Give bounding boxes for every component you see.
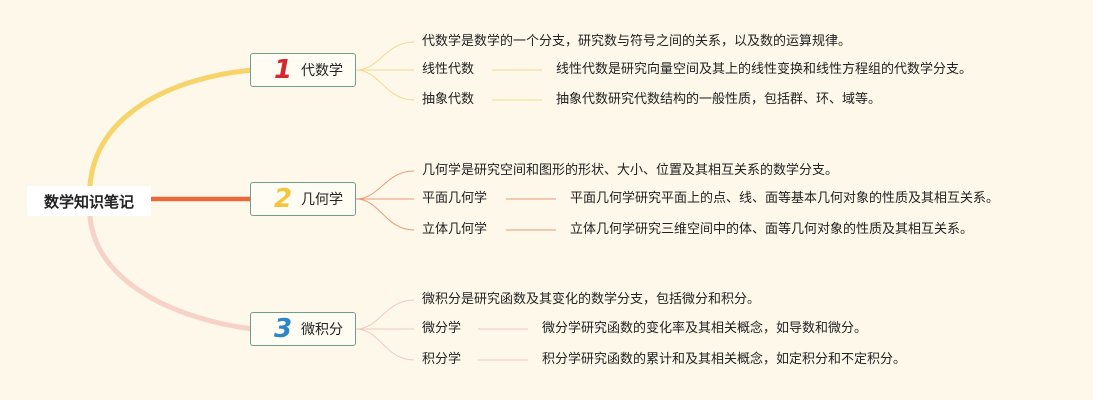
- root-node[interactable]: 数学知识笔记: [27, 186, 151, 216]
- intro-calculus: 微积分是研究函数及其变化的数学分支，包括微分和积分。: [422, 292, 761, 307]
- subtopic-linear-algebra: 线性代数: [422, 62, 475, 77]
- desc-solid-geometry: 立体几何学研究三维空间中的体、面等几何对象的性质及其相互关系。: [570, 222, 974, 237]
- branch-label-geometry: 几何学: [301, 192, 343, 208]
- branch-calculus[interactable]: 3 微积分: [250, 312, 356, 346]
- connector-root-to-calculus: [87, 213, 255, 332]
- branch-geometry[interactable]: 2 几何学: [250, 182, 356, 216]
- desc-abstract-algebra: 抽象代数研究代数结构的一般性质，包括群、环、域等。: [556, 92, 882, 107]
- number-badge-3: 3: [273, 314, 293, 344]
- branch-label-calculus: 微积分: [301, 322, 343, 338]
- desc-plane-geometry: 平面几何学研究平面上的点、线、面等基本几何对象的性质及其相互关系。: [570, 191, 1000, 206]
- branch-algebra[interactable]: 1 代数学: [250, 53, 356, 87]
- number-badge-1: 1: [273, 55, 293, 85]
- subtopic-solid-geometry: 立体几何学: [422, 222, 488, 237]
- branch-label-algebra: 代数学: [301, 63, 343, 79]
- root-title: 数学知识笔记: [43, 192, 134, 211]
- connector-root-to-algebra: [87, 67, 255, 189]
- intro-geometry: 几何学是研究空间和图形的形状、大小、位置及其相互关系的数学分支。: [422, 163, 839, 178]
- fan-geometry: [355, 170, 556, 231]
- desc-integral-calculus: 积分学研究函数的累计和及其相关概念，如定积分和不定积分。: [542, 352, 907, 367]
- desc-differential-calculus: 微分学研究函数的变化率及其相关概念，如导数和微分。: [542, 321, 868, 336]
- subtopic-abstract-algebra: 抽象代数: [422, 92, 475, 107]
- subtopic-differential-calculus: 微分学: [422, 321, 462, 336]
- fan-calculus: [355, 299, 528, 361]
- desc-linear-algebra: 线性代数是研究向量空间及其上的线性变换和线性方程组的代数学分支。: [556, 62, 973, 77]
- subtopic-plane-geometry: 平面几何学: [422, 191, 488, 206]
- number-badge-2: 2: [273, 184, 293, 214]
- subtopic-integral-calculus: 积分学: [422, 352, 462, 367]
- intro-algebra: 代数学是数学的一个分支，研究数与符号之间的关系，以及数的运算规律。: [422, 34, 852, 49]
- fan-algebra: [355, 41, 542, 101]
